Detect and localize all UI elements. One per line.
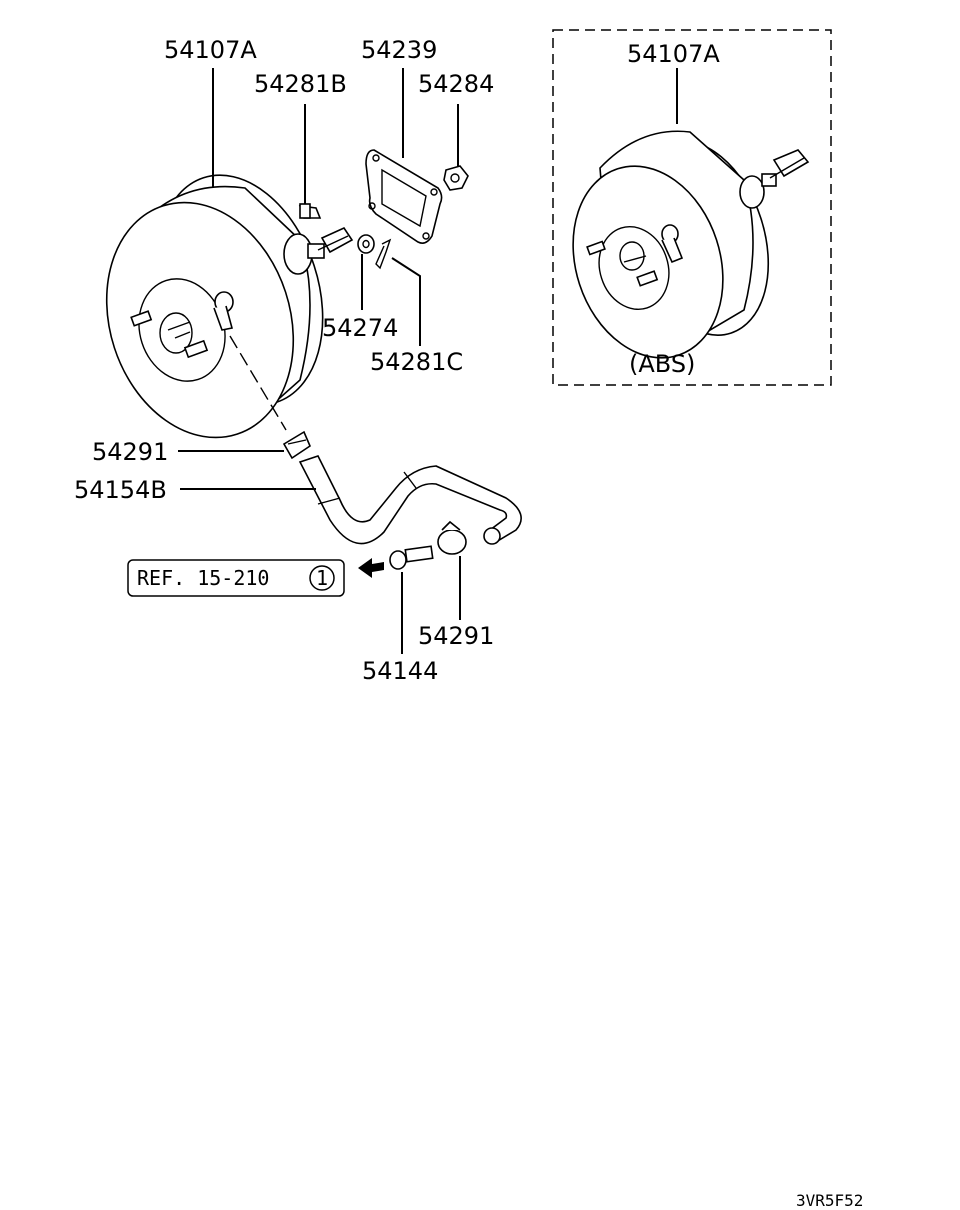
label-pin-b: 54281B: [254, 70, 347, 98]
reference-circle: [309, 565, 335, 591]
label-booster-main: 54107A: [164, 36, 257, 64]
brake-booster-main: [105, 174, 354, 439]
hose-clamp-upper-54291: [282, 430, 311, 460]
reference-text: REF. 15-210: [137, 566, 269, 590]
gasket-54239: [365, 149, 443, 244]
hose-clamp-lower-54291: [437, 520, 467, 555]
label-washer: 54274: [322, 314, 398, 342]
leader-lines: [178, 68, 461, 654]
abs-inset-frame: [552, 29, 832, 386]
label-clamp-upper: 54291: [92, 438, 168, 466]
pin-54281b: [298, 203, 322, 219]
label-nut: 54284: [418, 70, 494, 98]
label-hose: 54154B: [74, 476, 167, 504]
label-booster-abs: 54107A: [627, 40, 720, 68]
reference-box: [127, 559, 345, 597]
nut-54284: [443, 165, 469, 191]
label-pin-c: 54281C: [370, 348, 463, 376]
label-clamp-lower: 54291: [418, 622, 494, 650]
label-fitting: 54144: [362, 657, 438, 685]
brake-booster-abs: [572, 68, 810, 359]
label-gasket: 54239: [361, 36, 437, 64]
pin-54281c: [375, 238, 392, 270]
reference-arrow-icon: [358, 558, 384, 578]
diagram-code: 3VR5F52: [796, 1191, 863, 1210]
reference-number: 1: [316, 566, 328, 590]
washer-54274: [357, 234, 375, 254]
fitting-54144: [389, 545, 434, 570]
label-abs: (ABS): [629, 350, 695, 378]
vacuum-hose-54154b: [298, 455, 522, 545]
